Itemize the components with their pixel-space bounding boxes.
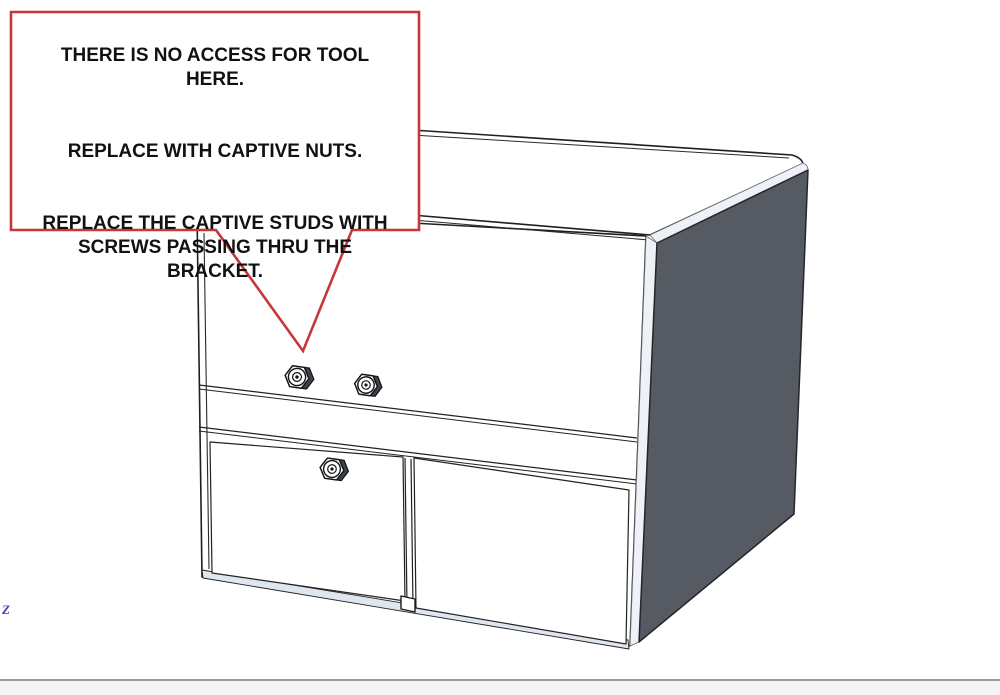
left-flange-inner-edge	[203, 232, 210, 570]
status-bar	[0, 679, 1000, 695]
hex-nut-upper-right[interactable]	[353, 373, 383, 398]
left-door[interactable]	[209, 441, 406, 602]
hex-nut-upper-left[interactable]	[284, 365, 316, 390]
bracket-band[interactable]	[198, 384, 638, 485]
top-back-inner-edge	[411, 134, 790, 159]
right-door[interactable]	[413, 457, 630, 645]
model-drawing	[9, 10, 809, 650]
top-front-inner-edge	[412, 219, 650, 241]
callout-box[interactable]	[9, 10, 421, 354]
divider-catch	[400, 595, 416, 613]
z-axis-label: Z	[2, 602, 10, 617]
hex-nut-lower[interactable]	[319, 457, 350, 482]
side-panel[interactable]	[638, 169, 809, 643]
cad-viewport[interactable]: THERE IS NO ACCESS FOR TOOL HERE. REPLAC…	[0, 0, 1000, 679]
door-divider	[404, 457, 414, 608]
